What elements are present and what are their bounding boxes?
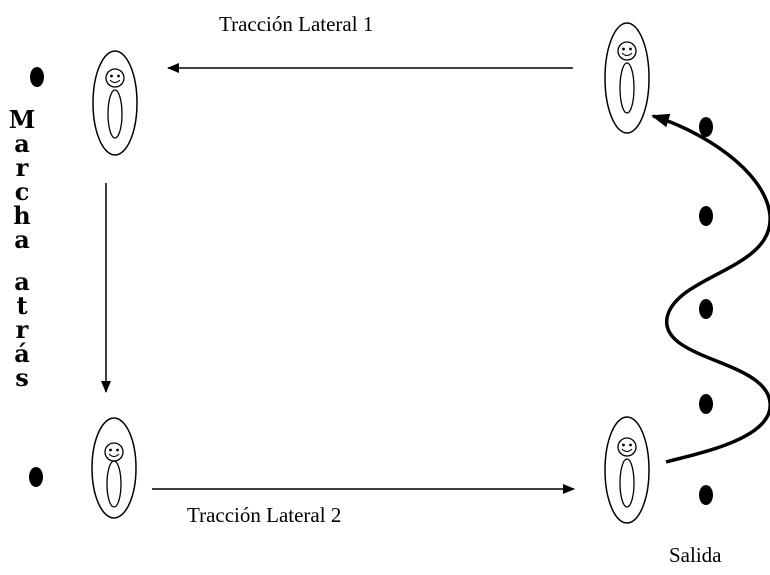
slalom-curve-arrow: [651, 113, 770, 464]
label-marcha-atras-letter: a: [14, 267, 30, 296]
label-marcha-atras-letter: t: [16, 291, 28, 320]
label-marcha-atras-letter: c: [14, 177, 30, 206]
cone-dot: [699, 117, 713, 137]
label-marcha-atras-letter: h: [13, 201, 31, 230]
label-marcha-atras-letter: M: [8, 105, 36, 134]
cone-dot: [699, 299, 713, 319]
label-marcha-atras-letter: r: [15, 315, 29, 344]
cone-dot: [699, 485, 713, 505]
label-salida: Salida: [669, 543, 722, 567]
label-marcha-atras-letter: á: [14, 339, 30, 368]
cone-dot: [30, 67, 44, 87]
label-marcha-atras-letter: a: [14, 129, 30, 158]
label-marcha-atras-letter: a: [14, 225, 30, 254]
player-figure-top-right: [604, 22, 650, 134]
label-traccion-lateral-2: Tracción Lateral 2: [187, 503, 342, 527]
player-figure-bottom-left: [91, 417, 137, 519]
player-figure-top-left: [92, 50, 138, 156]
label-marcha-atras-letter: s: [15, 363, 29, 392]
cone-dot: [699, 394, 713, 414]
cone-dot: [29, 467, 43, 487]
cone-dot: [699, 206, 713, 226]
label-traccion-lateral-1: Tracción Lateral 1: [219, 12, 374, 36]
label-marcha-atras: M a r c h a a t r á s: [6, 108, 38, 390]
player-figure-bottom-right: [604, 416, 650, 524]
label-marcha-atras-letter: r: [15, 153, 29, 182]
